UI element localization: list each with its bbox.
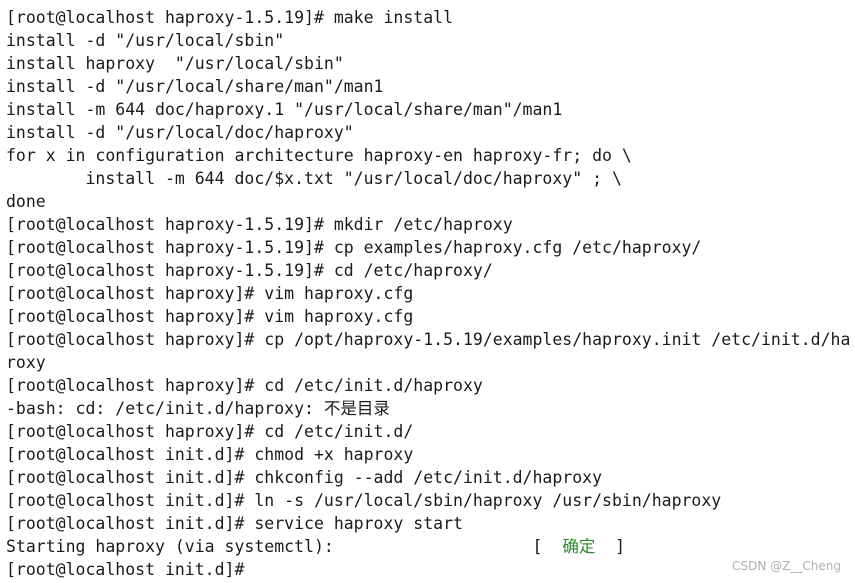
terminal-line: [root@localhost haproxy-1.5.19]# cd /etc… [6, 261, 493, 280]
terminal-line: install -d "/usr/local/share/man"/man1 [6, 77, 384, 96]
status-close-bracket: ] [595, 537, 626, 556]
watermark: CSDN @Z__Cheng [732, 559, 841, 573]
terminal-line: [root@localhost haproxy]# vim haproxy.cf… [6, 284, 414, 303]
terminal-output: [root@localhost haproxy-1.5.19]# make in… [6, 6, 855, 581]
terminal-line: install -d "/usr/local/doc/haproxy" [6, 123, 354, 142]
status-ok-text: 确定 [562, 537, 596, 556]
terminal-line: for x in configuration architecture hapr… [6, 146, 632, 165]
terminal-line: [root@localhost haproxy]# cd /etc/init.d… [6, 422, 414, 441]
status-open-bracket: [ [532, 537, 563, 556]
terminal-line: install -m 644 doc/haproxy.1 "/usr/local… [6, 100, 563, 119]
terminal-line: roxy [6, 353, 46, 372]
terminal-prompt-line[interactable]: [root@localhost init.d]# [6, 560, 245, 579]
terminal-line: install -d "/usr/local/sbin" [6, 31, 285, 50]
terminal-line: [root@localhost init.d]# chmod +x haprox… [6, 445, 414, 464]
terminal-line: done [6, 192, 46, 211]
terminal-line: [root@localhost haproxy-1.5.19]# mkdir /… [6, 215, 513, 234]
terminal-line: install -m 644 doc/$x.txt "/usr/local/do… [6, 169, 622, 188]
terminal-status-line: Starting haproxy (via systemctl): [ 确定 ] [6, 535, 855, 558]
terminal-line: [root@localhost haproxy-1.5.19]# cp exam… [6, 238, 702, 257]
terminal-line: [root@localhost haproxy]# vim haproxy.cf… [6, 307, 414, 326]
terminal-line: [root@localhost haproxy-1.5.19]# make in… [6, 8, 454, 27]
terminal-line: [root@localhost init.d]# ln -s /usr/loca… [6, 491, 722, 510]
terminal-line: [root@localhost init.d]# service haproxy… [6, 514, 463, 533]
terminal-line: install haproxy "/usr/local/sbin" [6, 54, 344, 73]
terminal-line: [root@localhost haproxy]# cp /opt/haprox… [6, 330, 851, 349]
terminal-line: [root@localhost haproxy]# cd /etc/init.d… [6, 376, 483, 395]
terminal-line: [root@localhost init.d]# chkconfig --add… [6, 468, 603, 487]
status-prefix: Starting haproxy (via systemctl): [6, 537, 533, 556]
terminal-line: -bash: cd: /etc/init.d/haproxy: 不是目录 [6, 399, 390, 418]
